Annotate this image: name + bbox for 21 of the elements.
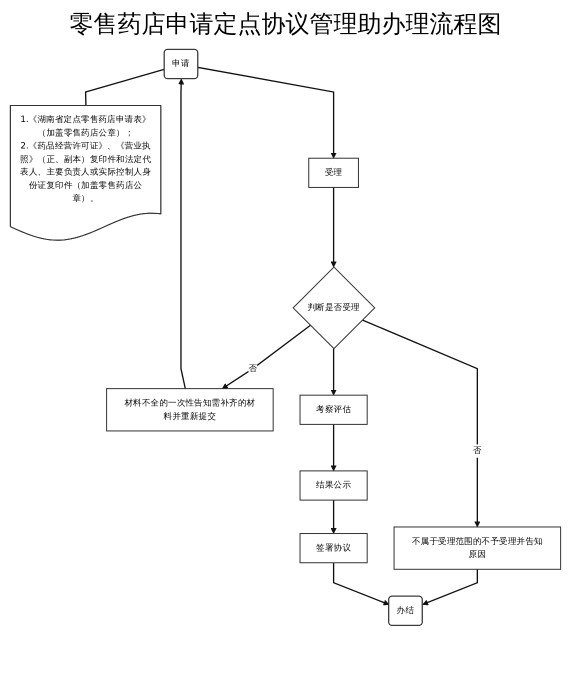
node-box: 结果公示 (300, 470, 368, 501)
arrow (330, 348, 337, 396)
edge-label: 否 (248, 363, 258, 374)
arrow (330, 187, 337, 268)
diagram-title: 零售药店申请定点协议管理助办理流程图 (70, 9, 502, 40)
arrow (330, 500, 337, 534)
node-box: 受理 (308, 158, 359, 188)
arrow (222, 324, 311, 389)
node-box: 不属于受理范围的不予受理并告知原因 (394, 526, 562, 570)
arrow (362, 319, 480, 528)
connector (84, 68, 165, 106)
arrow (178, 78, 186, 389)
edge-label: 否 (472, 446, 482, 456)
node-box: 签署协议 (300, 533, 368, 564)
node-box: 材料不全的一次性告知需补齐的材料并重新提交 (106, 388, 274, 432)
node-box: 考察评估 (300, 394, 368, 425)
arrow (422, 569, 478, 606)
arrow (332, 562, 390, 606)
arrow (330, 424, 337, 472)
node-diamond: 判断是否受理 (292, 266, 376, 350)
arrow (198, 66, 337, 158)
